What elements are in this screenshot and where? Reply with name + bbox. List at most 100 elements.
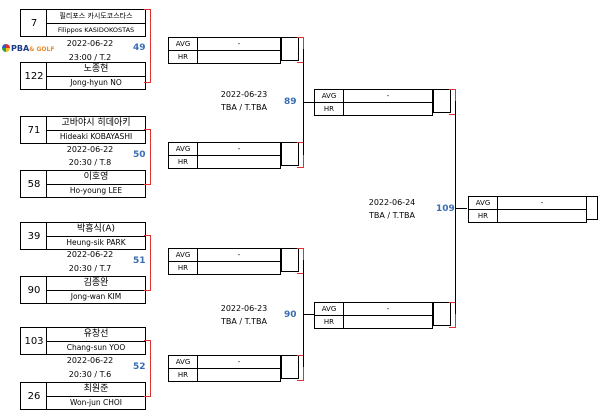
avg-value: - [386, 305, 390, 313]
bracket-line [455, 101, 456, 314]
bracket-line [455, 208, 467, 209]
match-date: 2022-06-22 [66, 145, 114, 154]
bracket-line [303, 102, 314, 103]
match-score-table: AVG - HR [168, 355, 281, 382]
player-name-box: 최원준 Won-jun CHOI [46, 382, 146, 410]
player-name-en: Jong-wan KIM [70, 292, 122, 301]
match-score-table: AVG - HR [314, 302, 433, 329]
match-time-table: 20:30 / T.8 [68, 158, 112, 167]
match-score-table: AVG - HR [314, 89, 433, 116]
player-name-en: Chang-sun YOO [66, 343, 126, 352]
player-name-box: 박흥식(A) Heung-sik PARK [46, 222, 146, 250]
match-number: 109 [436, 204, 455, 214]
player-name-box: 고바야시 히데아키 Hideaki KOBAYASHI [46, 116, 146, 144]
match-time-table: 23:00 / T.2 [68, 53, 112, 62]
player-seed: 26 [20, 382, 48, 410]
player-seed: 58 [20, 170, 48, 198]
match-number: 52 [133, 362, 146, 372]
match-number: 49 [133, 43, 146, 53]
hr-label: HR [169, 156, 198, 168]
avg-label: AVG [469, 197, 498, 209]
avg-label: AVG [169, 356, 198, 368]
match-number: 89 [284, 97, 297, 107]
player-name-box: 필리포스 카시도코스타스 Filippos KASIDOKOSTAS [46, 9, 146, 37]
bracket-line [303, 260, 304, 367]
player-name-box: 김종완 Jong-wan KIM [46, 276, 146, 304]
player-name-en: Won-jun CHOI [70, 398, 122, 407]
bracket-red-connector [144, 340, 151, 397]
player-seed: 71 [20, 116, 48, 144]
avg-label: AVG [169, 143, 198, 155]
winner-box [433, 89, 451, 113]
hr-label: HR [169, 51, 198, 63]
winner-box [281, 37, 299, 61]
player-seed: 103 [20, 327, 48, 355]
match-date: 2022-06-22 [66, 39, 114, 48]
match-time-table: 20:30 / T.7 [68, 264, 112, 273]
match-time-table: 20:30 / T.6 [68, 370, 112, 379]
avg-label: AVG [169, 249, 198, 261]
match-score-table: AVG - HR [168, 248, 281, 275]
player-name-kr: 필리포스 카시도코스타스 [47, 10, 145, 24]
match-date: 2022-06-23 [220, 304, 268, 313]
winner-box [586, 196, 598, 220]
bracket-red-connector [297, 142, 304, 168]
hr-value [198, 156, 280, 168]
match-date: 2022-06-24 [368, 198, 416, 207]
bracket-line [303, 314, 314, 315]
winner-box [281, 142, 299, 166]
avg-value: - [237, 40, 241, 48]
winner-box [433, 302, 451, 326]
player-name-kr: 최원준 [47, 383, 145, 397]
avg-value: - [237, 251, 241, 259]
avg-value: - [237, 358, 241, 366]
hr-label: HR [315, 103, 344, 115]
bracket-red-connector [297, 355, 304, 381]
match-time-table: TBA / T.TBA [221, 103, 267, 112]
avg-label: AVG [315, 303, 344, 315]
winner-box [281, 355, 299, 379]
hr-value [344, 316, 432, 328]
match-time-table: TBA / T.TBA [369, 211, 415, 220]
match-date: 2022-06-22 [66, 250, 114, 259]
avg-value: - [540, 199, 544, 207]
player-name-en: Ho-young LEE [69, 186, 123, 195]
hr-value [498, 210, 586, 222]
player-name-en: Jong-hyun NO [70, 78, 122, 87]
match-time-table: TBA / T.TBA [221, 317, 267, 326]
match-score-table: AVG - HR [168, 37, 281, 64]
bracket-red-connector [144, 129, 151, 185]
player-seed: 39 [20, 222, 48, 250]
player-name-kr: 이호영 [47, 171, 145, 185]
match-date: 2022-06-22 [66, 356, 114, 365]
hr-label: HR [169, 262, 198, 274]
player-seed: 122 [20, 62, 48, 90]
player-name-box: 유창선 Chang-sun YOO [46, 327, 146, 355]
player-name-en: Filippos KASIDOKOSTAS [57, 26, 135, 34]
bracket-red-connector [449, 302, 456, 328]
match-number: 51 [133, 256, 146, 266]
winner-box [281, 248, 299, 272]
player-name-kr: 노종현 [47, 63, 145, 77]
hr-label: HR [169, 369, 198, 381]
logo-main: PBA [11, 44, 30, 53]
player-name-kr: 박흥식(A) [47, 223, 145, 237]
match-number: 50 [133, 150, 146, 160]
pba-golf-logo: PBA& GOLF [2, 44, 54, 53]
player-name-kr: 김종완 [47, 277, 145, 291]
hr-value [198, 262, 280, 274]
player-name-kr: 고바야시 히데아키 [47, 117, 145, 131]
avg-value: - [237, 145, 241, 153]
player-seed: 7 [20, 9, 48, 37]
avg-label: AVG [315, 90, 344, 102]
hr-label: HR [469, 210, 498, 222]
match-score-table: AVG - HR [468, 196, 587, 223]
hr-label: HR [315, 316, 344, 328]
logo-mark-icon [2, 44, 10, 52]
match-score-table: AVG - HR [168, 142, 281, 169]
hr-value [344, 103, 432, 115]
player-seed: 90 [20, 276, 48, 304]
hr-value [198, 51, 280, 63]
avg-value: - [386, 92, 390, 100]
avg-label: AVG [169, 38, 198, 50]
